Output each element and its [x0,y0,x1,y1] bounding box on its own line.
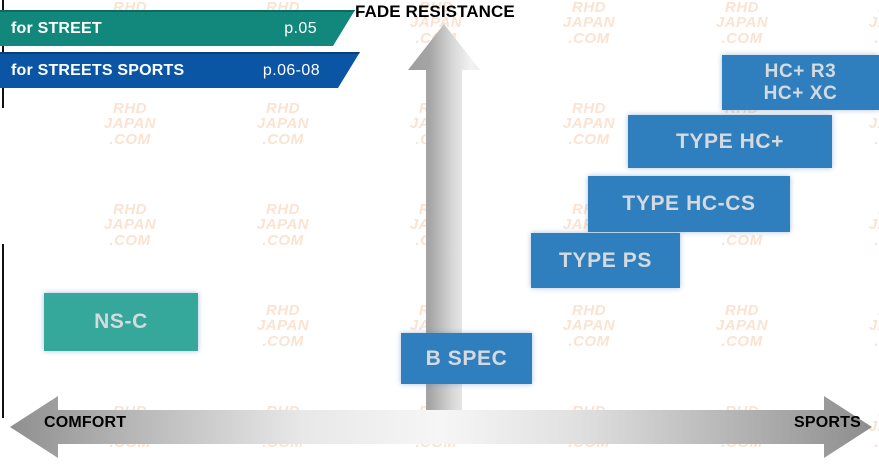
comfort-sports-arrow [10,396,872,458]
banner-sports-label: for STREETS SPORTS [11,62,185,79]
fade-resistance-arrow [408,24,480,428]
product-box-type-hc-plus[interactable]: TYPE HC+ [628,115,832,168]
product-box-b-spec[interactable]: B SPEC [401,333,532,384]
banner-for-streets-sports[interactable]: for STREETS SPORTS p.06-08 [0,52,360,88]
product-box-ns-c[interactable]: NS-C [44,293,198,351]
axis-label-fade-resistance: FADE RESISTANCE [355,2,515,21]
hc-r3-label: HC+ R3 [764,61,837,83]
hc-xc-label: HC+ XC [763,82,838,104]
axis-label-sports: SPORTS [794,414,861,431]
banner-sports-page: p.06-08 [262,62,320,79]
page-edge-gap-lower [0,418,6,469]
axis-label-comfort: COMFORT [44,414,127,431]
product-box-type-hc-cs[interactable]: TYPE HC-CS [588,176,790,232]
banner-street-label: for STREET [11,20,102,37]
product-box-type-ps[interactable]: TYPE PS [531,233,680,288]
banner-street-page: p.05 [284,20,317,37]
page-edge-gap [0,108,6,244]
banner-for-street[interactable]: for STREET p.05 [0,10,355,46]
product-box-hc-plus-r3-xc[interactable]: HC+ R3 HC+ XC [722,55,879,110]
